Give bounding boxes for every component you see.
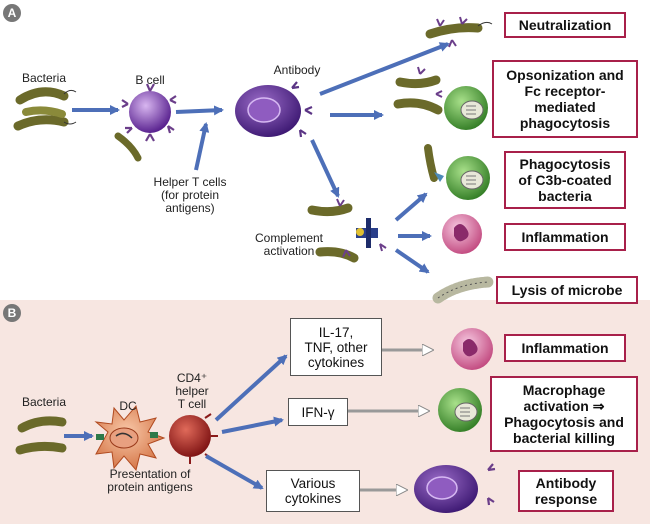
presentation-label: Presentation of protein antigens — [107, 467, 193, 494]
helper-t-label: Helper T cells (for protein antigens) — [153, 175, 227, 215]
neutrophil-b — [451, 328, 493, 370]
cytokine-ifn-box: IFN-γ — [288, 398, 348, 426]
outcome-c3b-phagocytosis: Phagocytosis of C3b-coated bacteria — [504, 151, 626, 209]
opsonized-bacteria — [393, 66, 443, 115]
outcome-inflammation-b: Inflammation — [504, 334, 626, 362]
neutralized-bacteria — [425, 16, 493, 48]
panel-b-label: B — [3, 304, 21, 322]
complement-complex — [307, 198, 387, 263]
plasma-cell-b — [414, 463, 496, 513]
outcome-opsonization: Opsonization and Fc receptor- mediated p… — [492, 60, 638, 138]
b-cell-label: B cell — [135, 73, 165, 87]
cytokine-various-box: Various cytokines — [266, 470, 360, 512]
cd4-label: CD4⁺ helper T cell — [175, 371, 209, 411]
complement-label: Complement activation — [254, 231, 324, 258]
macrophage-opsonization — [444, 86, 488, 130]
outcome-inflammation-a: Inflammation — [504, 223, 626, 251]
outcome-lysis: Lysis of microbe — [496, 276, 638, 304]
bacteria-label-b: Bacteria — [21, 395, 67, 409]
lysed-microbe — [432, 276, 494, 304]
antibody-label: Antibody — [273, 63, 321, 77]
outcome-macrophage-activation: Macrophage activation ⇒ Phagocytosis and… — [490, 376, 638, 452]
panel-a-label: A — [3, 4, 21, 22]
bacteria-a — [13, 87, 77, 131]
macrophage-c3b — [446, 156, 490, 200]
dendritic-cell — [94, 404, 166, 472]
bacteria-b — [15, 416, 67, 455]
c3b-coated-bacteria — [424, 144, 444, 182]
outcome-antibody-response: Antibody response — [518, 470, 614, 512]
macrophage-b — [438, 388, 482, 432]
bacteria-label-a: Bacteria — [21, 71, 67, 85]
b-cell — [114, 83, 177, 162]
cytokine-il17-box: IL-17, TNF, other cytokines — [290, 318, 382, 376]
neutrophil-a — [442, 214, 482, 254]
plasma-cell — [235, 81, 313, 138]
dc-label: DC — [119, 399, 137, 413]
outcome-neutralization: Neutralization — [504, 12, 626, 38]
